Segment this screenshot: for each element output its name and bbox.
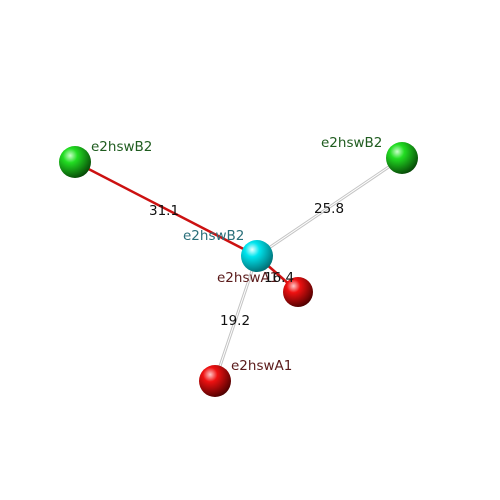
atom-label-red-bottom: e2hswA1 [231,358,292,374]
atom-green-left[interactable] [59,146,91,178]
atom-label-green-right: e2hswB2 [321,135,382,151]
bond-green-left [74,160,258,258]
atom-green-right[interactable] [386,142,418,174]
distance-label-red-near: 16.4 [264,270,294,286]
atom-label-green-left: e2hswB2 [91,139,152,155]
atom-red-bottom[interactable] [199,365,231,397]
distance-label-green-left: 31.1 [149,203,179,219]
distance-label-red-bottom: 19.2 [220,313,250,329]
bond-red-bottom-inner [214,255,258,382]
distance-labels: 31.1 25.8 16.4 19.2 [149,201,344,329]
atom-label-center: e2hswB2 [183,228,244,244]
bond-green-right-inner [256,157,403,257]
atom-label-red-near: e2hswA1 [217,270,278,286]
atoms [59,142,418,397]
atom-labels: e2hswB2 e2hswB2 e2hswB2 e2hswA1 e2hswA1 [91,135,382,374]
distance-label-green-right: 25.8 [314,201,344,217]
atom-red-near[interactable] [283,277,313,307]
atom-center[interactable] [241,240,273,272]
